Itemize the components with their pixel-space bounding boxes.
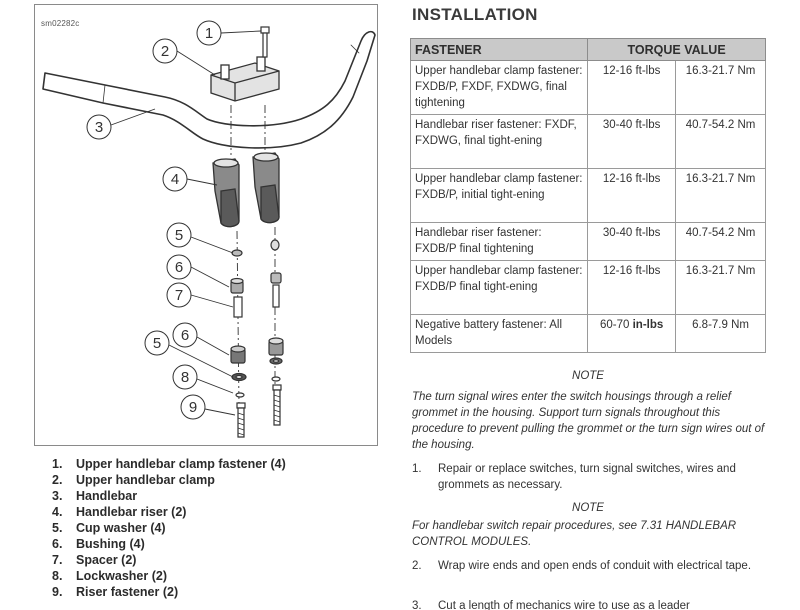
note-label: NOTE — [572, 370, 604, 382]
part-label: Handlebar — [76, 489, 138, 503]
parts-legend-item: 3. Handlebar — [52, 488, 286, 504]
part-number: 1. — [52, 457, 63, 471]
part-number: 9. — [52, 585, 63, 599]
parts-legend-item: 8. Lockwasher (2) — [52, 568, 286, 584]
note-text: The turn signal wires enter the switch h… — [412, 391, 765, 451]
callout-1: 1 — [205, 25, 213, 42]
torque-inlbs-cell: 60-70 in-lbs — [587, 314, 677, 353]
callout-numbers: 1 2 3 4 5 6 7 6 5 8 9 — [95, 25, 213, 416]
fastener-cell: Upper handlebar clamp fastener: FXDB/P, … — [409, 168, 589, 223]
step-number: 1. — [412, 463, 422, 475]
table-row: Upper handlebar clamp fastener: FXDB/P f… — [409, 260, 766, 315]
clamp-fastener-illustration — [260, 26, 270, 58]
step-text: Cut a length of mechanics wire to use as… — [438, 600, 690, 610]
parts-legend-item: 5. Cup washer (4) — [52, 520, 286, 536]
torque-ftlbs-cell: 12-16 ft-lbs — [587, 60, 677, 115]
torque-ftlbs-cell: 30-40 ft-lbs — [587, 222, 677, 261]
step-1: 1. Repair or replace switches, turn sign… — [412, 461, 768, 493]
fastener-cell: Handlebar riser fastener: FXDB/P final t… — [409, 222, 589, 261]
riser-illustration-right — [252, 152, 280, 224]
callout-2: 2 — [161, 43, 169, 60]
torque-nm-cell: 16.3-21.7 Nm — [675, 60, 766, 115]
callout-5-upper: 5 — [175, 227, 183, 244]
figure-id: sm02282c — [41, 19, 80, 28]
hardware-stack-left — [230, 249, 247, 438]
torque-table-header: FASTENER TORQUE VALUE — [409, 38, 766, 61]
part-label: Lockwasher (2) — [76, 569, 168, 583]
parts-legend-item: 2. Upper handlebar clamp — [52, 472, 286, 488]
torque-ftlbs-cell: 12-16 ft-lbs — [587, 168, 677, 223]
header-fastener: FASTENER — [409, 38, 589, 61]
callout-5-lower: 5 — [153, 335, 161, 352]
torque-ftlbs-cell: 30-40 ft-lbs — [587, 114, 677, 169]
section-heading: INSTALLATION — [412, 5, 538, 24]
parts-legend-item: 6. Bushing (4) — [52, 536, 286, 552]
note-text: For handlebar switch repair procedures, … — [412, 520, 737, 548]
callout-9: 9 — [189, 399, 197, 416]
callout-4: 4 — [171, 171, 179, 188]
callout-7: 7 — [175, 287, 183, 304]
fastener-cell: Handlebar riser fastener: FXDF, FXDWG, f… — [409, 114, 589, 169]
step-text: Repair or replace switches, turn signal … — [438, 463, 736, 491]
callout-markers — [86, 20, 222, 420]
part-number: 6. — [52, 537, 63, 551]
torque-inlbs-value: 60-70 — [599, 319, 633, 331]
torque-nm-cell: 6.8-7.9 Nm — [675, 314, 766, 353]
table-row: Handlebar riser fastener: FXDF, FXDWG, f… — [409, 114, 766, 169]
part-label: Upper handlebar clamp — [76, 473, 215, 487]
part-number: 8. — [52, 569, 63, 583]
upper-clamp-illustration — [210, 56, 280, 102]
part-label: Riser fastener (2) — [76, 585, 179, 599]
torque-nm-cell: 40.7-54.2 Nm — [675, 222, 766, 261]
handlebar-exploded-diagram: 1 2 3 4 5 6 7 6 5 8 9 — [42, 20, 376, 438]
part-label: Upper handlebar clamp fastener (4) — [76, 457, 286, 471]
part-number: 7. — [52, 553, 63, 567]
step-2: 2. Wrap wire ends and open ends of condu… — [412, 558, 768, 574]
callout-leaders — [110, 30, 262, 416]
part-label: Spacer (2) — [76, 553, 137, 567]
handlebar-illustration — [42, 30, 376, 149]
part-label: Bushing (4) — [76, 537, 145, 551]
torque-inlbs-unit: in-lbs — [632, 319, 664, 331]
table-row: Upper handlebar clamp fastener: FXDB/P, … — [409, 168, 766, 223]
torque-nm-cell: 40.7-54.2 Nm — [675, 114, 766, 169]
callout-8: 8 — [181, 369, 189, 386]
parts-legend: 1. Upper handlebar clamp fastener (4) 2. U… — [52, 456, 286, 600]
part-number: 5. — [52, 521, 63, 535]
figure-panel: sm02282c — [34, 4, 378, 446]
step-text: Wrap wire ends and open ends of conduit … — [438, 560, 752, 572]
torque-ftlbs-cell: 12-16 ft-lbs — [587, 260, 677, 315]
parts-legend-item: 7. Spacer (2) — [52, 552, 286, 568]
table-row: Handlebar riser fastener: FXDB/P final t… — [409, 222, 766, 261]
step-number: 3. — [412, 600, 422, 610]
header-torque-value: TORQUE VALUE — [587, 38, 766, 61]
part-label: Handlebar riser (2) — [76, 505, 187, 519]
parts-legend-item: 4. Handlebar riser (2) — [52, 504, 286, 520]
hardware-stack-right — [268, 239, 284, 426]
callout-6-lower: 6 — [181, 327, 189, 344]
table-row: Negative battery fastener: All Models 60… — [409, 314, 766, 353]
torque-nm-cell: 16.3-21.7 Nm — [675, 260, 766, 315]
step-number: 2. — [412, 560, 422, 572]
note-label: NOTE — [572, 502, 604, 514]
riser-illustration-left — [212, 158, 240, 228]
torque-nm-cell: 16.3-21.7 Nm — [675, 168, 766, 223]
callout-3: 3 — [95, 119, 103, 136]
parts-legend-item: 9. Riser fastener (2) — [52, 584, 286, 600]
part-label: Cup washer (4) — [76, 521, 166, 535]
fastener-cell: Upper handlebar clamp fastener: FXDB/P f… — [409, 260, 589, 315]
callout-6-upper: 6 — [175, 259, 183, 276]
part-number: 3. — [52, 489, 63, 503]
parts-legend-item: 1. Upper handlebar clamp fastener (4) — [52, 456, 286, 472]
step-3: 3. Cut a length of mechanics wire to use… — [412, 598, 768, 610]
table-row: Upper handlebar clamp fastener: FXDB/P, … — [409, 60, 766, 115]
part-number: 4. — [52, 505, 63, 519]
torque-table: FASTENER TORQUE VALUE Upper handlebar cl… — [409, 38, 766, 353]
part-number: 2. — [52, 473, 63, 487]
fastener-cell: Upper handlebar clamp fastener: FXDB/P, … — [409, 60, 589, 115]
fastener-cell: Negative battery fastener: All Models — [409, 314, 589, 353]
